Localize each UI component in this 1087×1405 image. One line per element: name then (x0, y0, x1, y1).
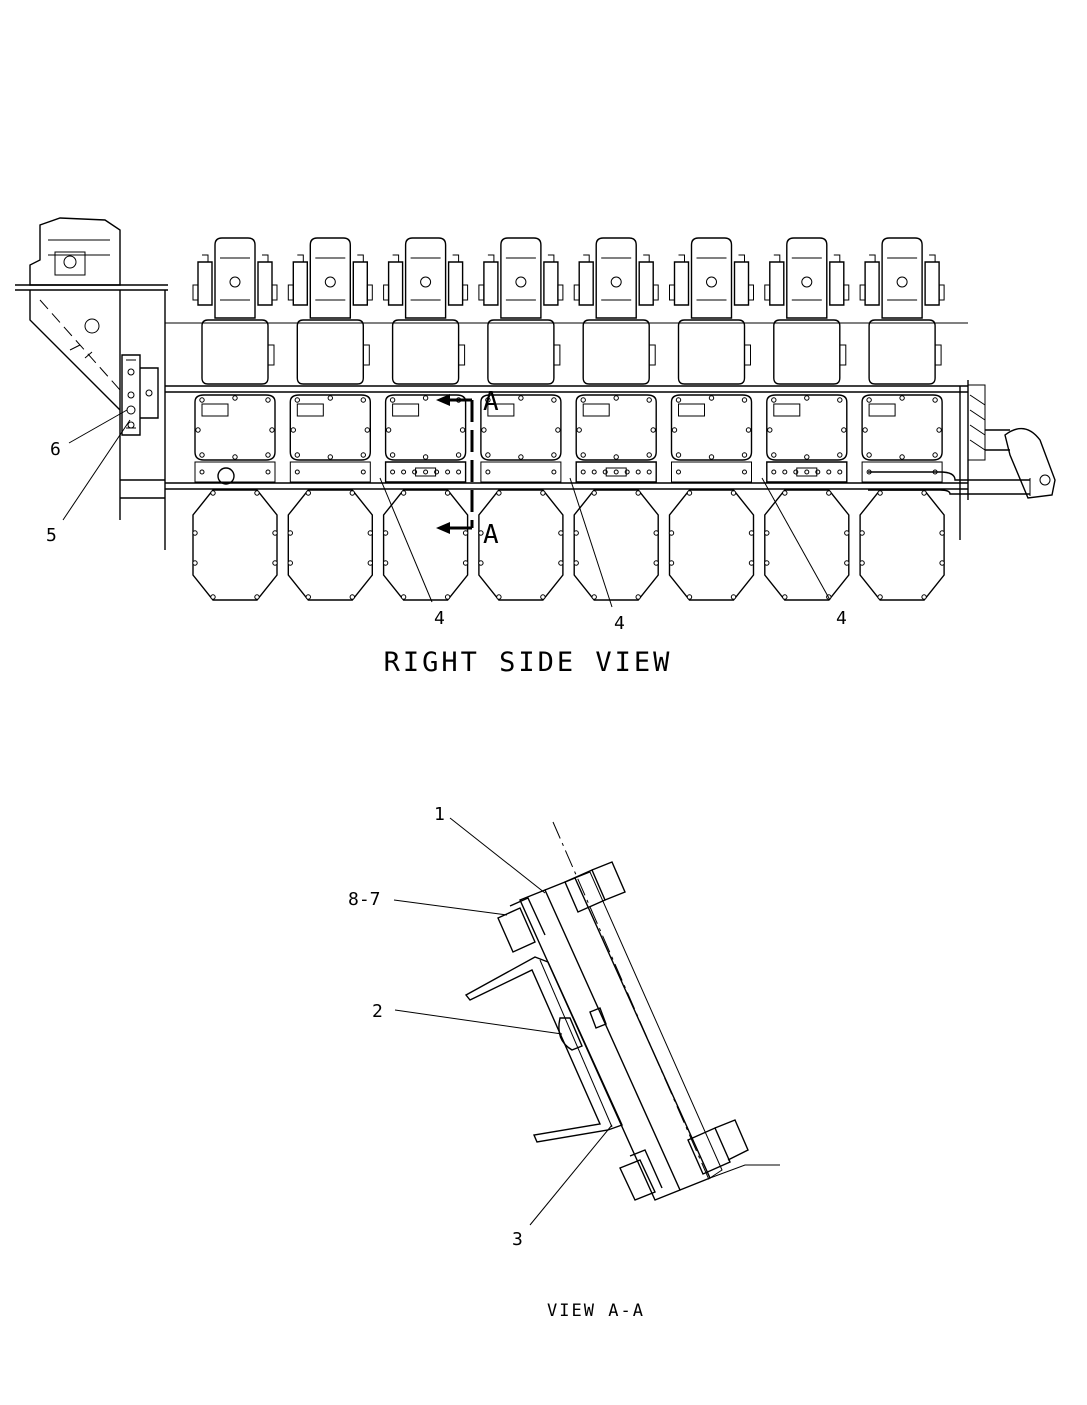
bracket-assembly (121, 354, 159, 436)
support-rail (519, 871, 723, 1201)
leader-lines (62, 409, 831, 608)
callout-4-right: 4 (836, 608, 847, 629)
engine-block-rails (165, 322, 968, 490)
callout-6: 6 (50, 439, 61, 460)
section-leader-lines (393, 817, 613, 1226)
drain-plug (217, 467, 235, 485)
front-end-piping (868, 380, 1056, 540)
callout-5: 5 (46, 525, 57, 546)
cylinder-unit (287, 237, 373, 601)
section-view-title: VIEW A-A (547, 1301, 645, 1321)
cylinder-unit (764, 237, 850, 601)
cylinder-unit (573, 237, 659, 601)
section-view-a-a: 1 8-7 2 3 VIEW A-A (348, 804, 780, 1321)
cylinder-unit (478, 237, 564, 601)
callout-2: 2 (372, 1001, 383, 1022)
cylinder-unit (382, 237, 469, 601)
callout-8-7: 8-7 (348, 889, 381, 910)
bracket-plate (464, 956, 623, 1143)
callout-4-center: 4 (614, 613, 625, 634)
lower-bolts (619, 1119, 749, 1201)
cylinder-unit (859, 237, 945, 601)
callout-4-left: 4 (434, 608, 445, 629)
right-side-view: A A 6 5 4 4 4 RIGHT SIDE VIEW (15, 217, 1056, 678)
callout-1: 1 (434, 804, 445, 825)
cylinder-unit (192, 237, 278, 601)
cylinder-unit (668, 237, 755, 601)
section-cut-line: A A (436, 387, 499, 550)
right-side-view-title: RIGHT SIDE VIEW (384, 647, 673, 678)
callout-3: 3 (512, 1229, 523, 1250)
clip (558, 1007, 607, 1051)
section-marker-top: A (483, 387, 499, 417)
cylinder-bank (192, 237, 945, 601)
upper-bolts (497, 861, 626, 953)
section-marker-bottom: A (483, 520, 499, 550)
flywheel-housing (15, 217, 168, 550)
